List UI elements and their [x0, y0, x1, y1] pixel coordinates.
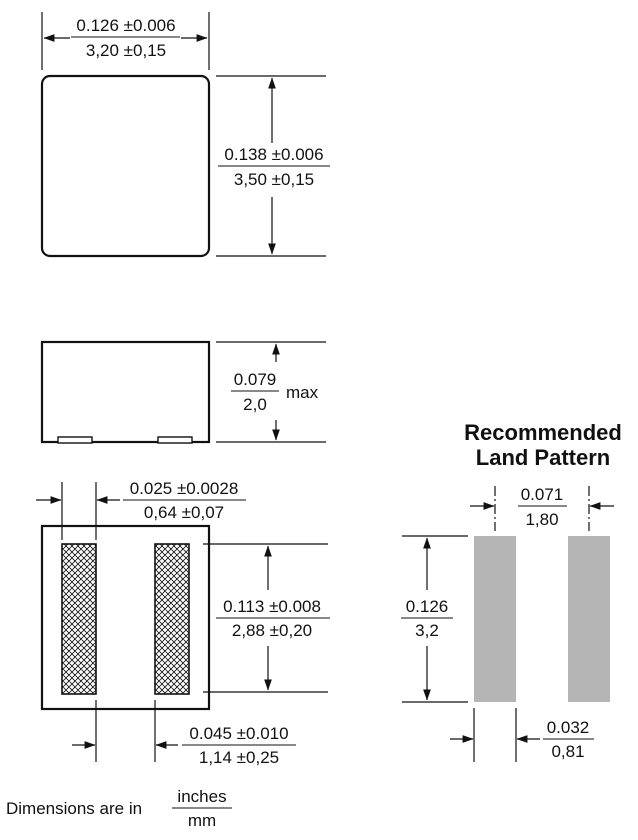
terminal-width-inches: 0.025 ±0.0028	[130, 479, 239, 498]
footer-unit-mm: mm	[188, 811, 216, 830]
top-height-inches: 0.138 ±0.006	[224, 145, 323, 164]
land-length-inches: 0.126	[406, 597, 449, 616]
land-pad-left	[474, 536, 516, 702]
side-height-inches: 0.079	[234, 370, 277, 389]
terminal-width-mm: 0,64 ±0,07	[144, 503, 224, 522]
top-width-mm: 3,20 ±0,15	[86, 41, 166, 60]
land-spacing-mm: 1,80	[525, 510, 558, 529]
land-pad-right	[568, 536, 610, 702]
land-pattern-title-line1: Recommended	[464, 420, 622, 445]
side-view	[40, 340, 326, 444]
component-side-outline	[40, 340, 211, 444]
terminal-right-hatched	[154, 543, 190, 695]
side-terminal-left	[57, 436, 93, 444]
top-width-inches: 0.126 ±0.006	[76, 16, 175, 35]
footer-prefix: Dimensions are in	[6, 799, 142, 818]
land-length-mm: 3,2	[415, 621, 439, 640]
land-pad-width-mm: 0,81	[551, 742, 584, 761]
terminal-gap-mm: 1,14 ±0,25	[199, 748, 279, 767]
terminal-gap-inches: 0.045 ±0.010	[189, 724, 288, 743]
component-top-outline	[40, 74, 211, 258]
top-height-mm: 3,50 ±0,15	[234, 170, 314, 189]
side-height-suffix: max	[286, 383, 319, 402]
terminal-length-mm: 2,88 ±0,20	[232, 621, 312, 640]
footer-unit-inches: inches	[177, 787, 226, 806]
component-bottom-outline	[40, 524, 211, 711]
land-pad-width-inches: 0.032	[547, 718, 590, 737]
side-terminal-right	[157, 436, 193, 444]
top-view	[40, 12, 330, 258]
side-height-mm: 2,0	[243, 395, 267, 414]
bottom-view	[36, 482, 330, 762]
land-pattern-title-line2: Land Pattern	[476, 445, 610, 470]
terminal-left-hatched	[61, 543, 97, 695]
land-pattern	[401, 486, 614, 762]
land-spacing-inches: 0.071	[521, 485, 564, 504]
terminal-length-inches: 0.113 ±0.008	[223, 597, 321, 616]
